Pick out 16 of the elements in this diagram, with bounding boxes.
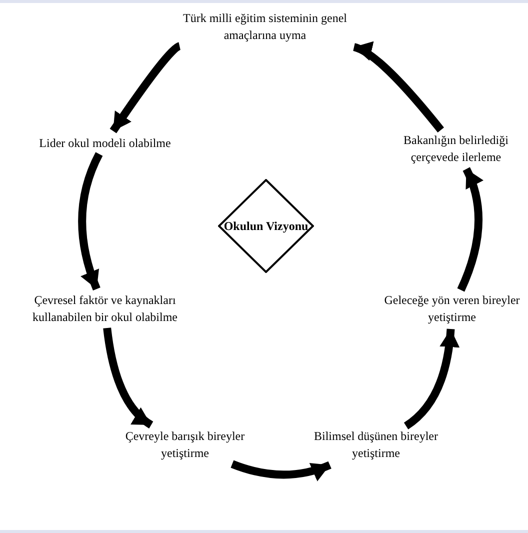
step-label: Geleceğe yön veren bireyler yetiştirme [383,292,521,326]
curved-arrow [103,327,154,428]
step-label: Lider okul modeli olabilme [39,134,171,152]
curved-arrow [404,328,460,430]
curved-arrow [230,460,332,481]
step-label: Çevreyle barışık bireyler yetiştirme [124,428,246,462]
curved-arrow [457,167,483,292]
curved-arrow [110,42,182,134]
step-label: Çevresel faktör ve kaynakları kullanabilen bir okul olabilme [32,292,178,326]
decision-diamond [218,179,314,273]
step-label: Bilimsel düşünen bireyler yetiştirme [313,428,439,462]
step-label: Bakanlığın belirlediği çerçevede ilerleme [402,132,510,166]
step-label: Türk milli eğitim sisteminin genel amaçlarına uyma [182,10,348,44]
curved-arrow [78,152,103,290]
curved-arrow [352,43,444,133]
diamond-label: Okulun Vizyonu [224,218,308,234]
